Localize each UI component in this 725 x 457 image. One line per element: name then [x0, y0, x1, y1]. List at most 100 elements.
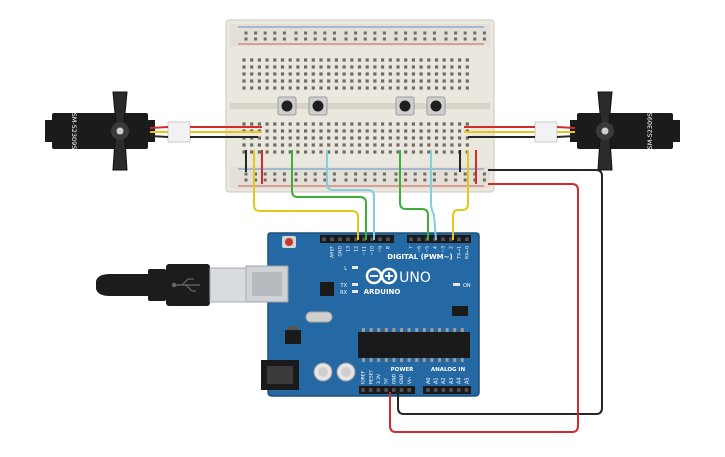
power-pin-label: Vin	[407, 377, 413, 384]
breadboard-hole	[350, 129, 354, 133]
breadboard-hole	[388, 58, 392, 62]
wire-cyan-left[interactable]	[326, 150, 375, 240]
header-pin-hole[interactable]	[441, 237, 445, 242]
header-pin-hole[interactable]	[368, 388, 373, 392]
breadboard-hole	[342, 122, 346, 126]
header-pin-hole[interactable]	[464, 388, 469, 392]
breadboard-hole	[304, 122, 308, 126]
header-pin-hole[interactable]	[338, 237, 342, 242]
usb-symbol-icon	[171, 278, 200, 292]
servo-left[interactable]: SM-S2309S	[45, 91, 191, 171]
breadboard-hole	[288, 86, 292, 90]
breadboard-hole	[311, 150, 315, 154]
header-pin-hole[interactable]	[433, 388, 438, 392]
header-pin-hole[interactable]	[346, 237, 350, 242]
breadboard-hole	[311, 129, 315, 133]
header-pin-hole[interactable]	[449, 388, 453, 392]
header-pin-hole[interactable]	[457, 388, 461, 392]
push-button-2[interactable]	[308, 96, 328, 116]
header-pin-hole[interactable]	[354, 237, 358, 242]
breadboard-hole	[357, 79, 362, 83]
breadboard-bottom-rail	[230, 166, 490, 188]
breadboard-hole	[419, 79, 423, 83]
header-pin-hole[interactable]	[322, 237, 326, 242]
header-pin-hole[interactable]	[376, 388, 381, 392]
header-pin-hole[interactable]	[386, 237, 390, 242]
rail-hole	[432, 172, 436, 176]
breadboard-hole	[357, 58, 362, 62]
breadboard-hole	[373, 122, 377, 126]
breadboard-hole	[350, 143, 354, 147]
wire-green-left[interactable]	[291, 150, 367, 240]
push-button-4[interactable]	[426, 96, 446, 116]
header-pin-hole[interactable]	[417, 237, 421, 242]
header-pin-hole[interactable]	[392, 388, 396, 392]
rail-hole	[363, 37, 367, 41]
breadboard-hole	[257, 122, 261, 126]
rail-hole	[313, 37, 317, 41]
chip-leg	[453, 328, 457, 332]
breadboard-hole	[442, 150, 446, 154]
rail-hole	[363, 178, 367, 182]
digital-pin-label: TX→1	[457, 246, 463, 260]
wire-red-5v[interactable]	[389, 183, 579, 433]
rail-hole	[423, 178, 427, 182]
rail-hole	[304, 31, 308, 35]
header-pin-hole[interactable]	[409, 237, 413, 242]
breadboard-hole	[350, 58, 354, 62]
header-pin-hole[interactable]	[465, 237, 469, 242]
breadboard[interactable]	[225, 19, 495, 193]
header-pin-hole[interactable]	[426, 388, 430, 392]
rail-hole	[423, 172, 427, 176]
wire-cyan-right[interactable]	[430, 150, 437, 241]
servo-right[interactable]: SM-S2309S	[534, 91, 680, 171]
breadboard-hole	[311, 65, 315, 69]
header-pin-hole[interactable]	[399, 388, 404, 392]
header-pin-hole[interactable]	[457, 237, 461, 242]
breadboard-hole	[450, 122, 454, 126]
header-pin-hole[interactable]	[407, 388, 411, 392]
push-button-3[interactable]	[395, 96, 415, 116]
chip-leg	[392, 328, 396, 332]
breadboard-hole	[257, 58, 261, 62]
breadboard-hole	[242, 65, 246, 69]
breadboard-hole	[357, 86, 362, 90]
led-l-label: L	[344, 266, 347, 272]
breadboard-hole	[365, 143, 369, 147]
wire-black-gnd[interactable]	[397, 169, 603, 415]
header-pin-hole[interactable]	[384, 388, 388, 392]
rail-hole	[444, 31, 448, 35]
breadboard-hole	[381, 122, 385, 126]
breadboard-hole	[442, 143, 446, 147]
header-pin-hole[interactable]	[449, 237, 453, 242]
header-pin-hole[interactable]	[370, 237, 374, 242]
usb-cable[interactable]	[96, 264, 247, 306]
wire-yellow-left[interactable]	[253, 150, 359, 240]
breadboard-hole	[304, 143, 308, 147]
digital-pin-label: ~5	[425, 246, 431, 253]
breadboard-hole	[280, 136, 285, 140]
rail-hole	[273, 31, 277, 35]
digital-pin-label: 2	[449, 246, 455, 249]
header-pin-hole[interactable]	[361, 388, 365, 392]
breadboard-hole	[280, 86, 285, 90]
push-button-1[interactable]	[277, 96, 297, 116]
breadboard-hole	[381, 72, 385, 76]
breadboard-hole	[365, 150, 369, 154]
digital-pin-label: ~11	[362, 246, 368, 256]
breadboard-hole	[342, 65, 346, 69]
header-pin-hole[interactable]	[362, 237, 366, 242]
breadboard-hole	[257, 136, 261, 140]
wire-green-right[interactable]	[399, 150, 429, 240]
breadboard-hole	[327, 65, 331, 69]
digital-header-right	[407, 235, 471, 243]
chip-leg	[453, 358, 457, 362]
header-pin-hole[interactable]	[441, 388, 446, 392]
wire-yellow-right[interactable]	[452, 150, 469, 240]
header-pin-hole[interactable]	[378, 237, 382, 242]
breadboard-hole	[396, 136, 400, 140]
breadboard-hole	[311, 143, 315, 147]
header-pin-hole[interactable]	[330, 237, 334, 242]
analog-pin-label: A5	[464, 377, 470, 384]
